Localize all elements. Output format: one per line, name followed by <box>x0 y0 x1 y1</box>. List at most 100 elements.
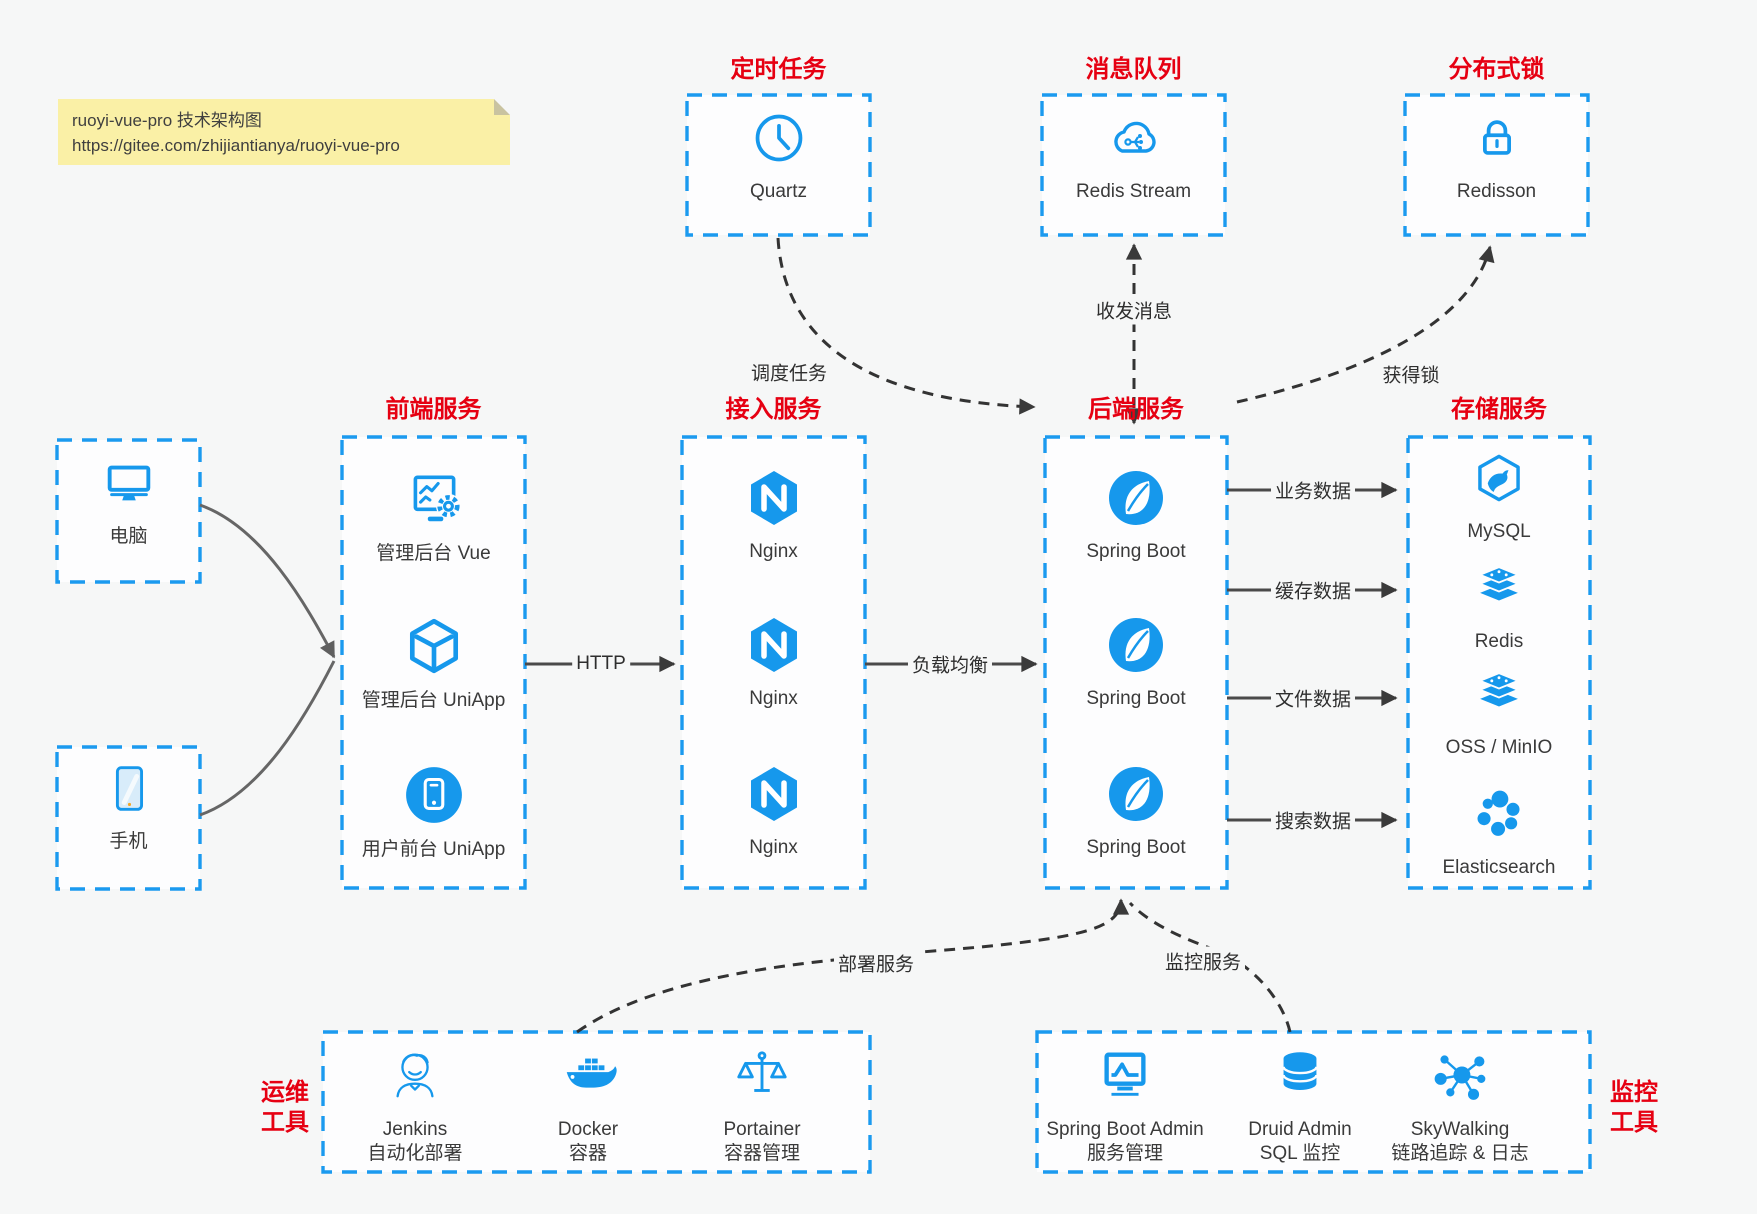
nginx-node-3: Nginx <box>682 764 865 860</box>
portainer-name: Portainer <box>723 1119 801 1140</box>
clock-icon <box>751 110 807 166</box>
edge-label-monitor: 监控服务 <box>1160 946 1246 976</box>
edge-label-biz-data: 业务数据 <box>1270 475 1356 505</box>
edge-acquire-lock <box>1236 245 1495 404</box>
edge-label-search-data: 搜索数据 <box>1270 805 1356 835</box>
mysql-label: MySQL <box>1467 521 1531 542</box>
group-title-frontend: 前端服务 <box>385 396 482 423</box>
portainer-icon <box>733 1046 791 1104</box>
group-title-scheduled-jobs: 定时任务 <box>730 56 827 83</box>
skywalking-icon <box>1431 1046 1489 1104</box>
redisson-node: Redisson <box>1405 110 1588 204</box>
admin-uniapp-label: 管理后台 UniApp <box>361 690 506 711</box>
group-title-message-queue: 消息队列 <box>1085 56 1182 83</box>
elasticsearch-icon <box>1471 786 1527 842</box>
user-uniapp-label: 用户前台 UniApp <box>361 839 506 860</box>
docker-desc: 容器 <box>568 1143 607 1164</box>
edge-label-http: HTTP <box>572 652 630 676</box>
edge-label-file-data: 文件数据 <box>1270 683 1356 713</box>
group-title-backend: 后端服务 <box>1088 396 1184 423</box>
jenkins-node: Jenkins 自动化部署 <box>340 1046 490 1166</box>
portainer-desc: 容器管理 <box>723 1143 800 1164</box>
edge-label-lock: 获得锁 <box>1378 359 1444 389</box>
elasticsearch-label: Elasticsearch <box>1442 857 1556 878</box>
boot-admin-desc: 服务管理 <box>1086 1143 1163 1164</box>
redis-label: Redis <box>1474 631 1524 652</box>
skywalking-desc: 链路追踪 & 日志 <box>1391 1143 1529 1164</box>
skywalking-name: SkyWalking <box>1410 1119 1510 1140</box>
edge-label-message: 收发消息 <box>1091 295 1177 325</box>
edge-pc-to-frontend <box>199 503 336 659</box>
spring-icon <box>1106 468 1166 528</box>
nginx-icon <box>744 615 804 675</box>
nginx-icon <box>744 764 804 824</box>
jenkins-desc: 自动化部署 <box>367 1143 463 1164</box>
admin-vue-label: 管理后台 Vue <box>376 543 491 564</box>
user-app-icon <box>403 764 465 826</box>
spring-boot-label-1: Spring Boot <box>1086 541 1186 562</box>
docker-icon <box>559 1046 617 1104</box>
mobile-icon <box>100 760 158 818</box>
edge-mobile-to-frontend <box>199 660 336 817</box>
desktop-icon <box>100 455 158 513</box>
spring-boot-label-2: Spring Boot <box>1086 688 1186 709</box>
nginx-node-1: Nginx <box>682 468 865 564</box>
group-title-storage: 存储服务 <box>1451 396 1547 423</box>
message-queue-box <box>1040 93 1227 237</box>
oss-layers-icon <box>1472 666 1526 720</box>
ops-tools-title-line1: 运维 <box>261 1079 309 1106</box>
spring-boot-node-1: Spring Boot <box>1045 468 1227 564</box>
docker-node: Docker 容器 <box>513 1046 663 1166</box>
boot-admin-name: Spring Boot Admin <box>1046 1119 1204 1140</box>
mysql-icon <box>1473 452 1525 504</box>
note-title: ruoyi-vue-pro 技术架构图 <box>72 111 262 130</box>
group-title-gateway: 接入服务 <box>725 396 822 423</box>
boot-admin-node: Spring Boot Admin 服务管理 <box>1033 1046 1217 1166</box>
admin-vue-icon <box>403 468 465 530</box>
druid-name: Druid Admin <box>1248 1119 1352 1140</box>
edge-label-deploy: 部署服务 <box>833 948 919 978</box>
mobile-client-node: 手机 <box>57 760 200 854</box>
edge-label-schedule: 调度任务 <box>746 357 832 387</box>
admin-vue-node: 管理后台 Vue <box>342 468 525 566</box>
monitor-tools-title-line2: 工具 <box>1610 1109 1658 1136</box>
admin-uniapp-node: 管理后台 UniApp <box>342 615 525 713</box>
monitor-tools-title: 监控 工具 <box>1592 1078 1676 1138</box>
mysql-node: MySQL <box>1408 452 1590 544</box>
uniapp-cube-icon <box>403 615 465 677</box>
spring-boot-node-3: Spring Boot <box>1045 764 1227 860</box>
portainer-node: Portainer 容器管理 <box>687 1046 837 1166</box>
druid-desc: SQL 监控 <box>1259 1143 1341 1164</box>
edge-label-load-balance: 负载均衡 <box>907 649 993 679</box>
quartz-label: Quartz <box>749 181 808 202</box>
pc-client-label: 电脑 <box>109 526 148 547</box>
elasticsearch-node: Elasticsearch <box>1408 786 1590 880</box>
pc-client-node: 电脑 <box>57 455 200 549</box>
ops-tools-title: 运维 工具 <box>243 1078 327 1138</box>
mobile-client-label: 手机 <box>109 831 148 852</box>
monitor-tools-title-line1: 监控 <box>1610 1079 1658 1106</box>
sticky-note: ruoyi-vue-pro 技术架构图 https://gitee.com/zh… <box>58 99 510 165</box>
edge-deploy-services <box>576 898 1130 1034</box>
oss-minio-label: OSS / MinIO <box>1445 737 1553 758</box>
docker-name: Docker <box>557 1119 619 1140</box>
spring-boot-label-3: Spring Boot <box>1086 837 1186 858</box>
pc-client-box <box>55 438 202 584</box>
nginx-label-1: Nginx <box>749 541 798 562</box>
jenkins-name: Jenkins <box>382 1119 448 1140</box>
group-title-distributed-lock: 分布式锁 <box>1448 56 1545 83</box>
quartz-node: Quartz <box>687 110 870 204</box>
nginx-node-2: Nginx <box>682 615 865 711</box>
edge-label-cache-data: 缓存数据 <box>1270 575 1356 605</box>
user-uniapp-node: 用户前台 UniApp <box>342 764 525 862</box>
redis-node: Redis <box>1408 560 1590 654</box>
nginx-label-3: Nginx <box>749 837 798 858</box>
nginx-icon <box>744 468 804 528</box>
redis-stream-label: Redis Stream <box>1075 181 1192 202</box>
redisson-label: Redisson <box>1456 181 1537 202</box>
lock-icon <box>1469 110 1525 166</box>
spring-boot-node-2: Spring Boot <box>1045 615 1227 711</box>
redis-layers-icon <box>1472 560 1526 614</box>
skywalking-node: SkyWalking 链路追踪 & 日志 <box>1368 1046 1552 1166</box>
